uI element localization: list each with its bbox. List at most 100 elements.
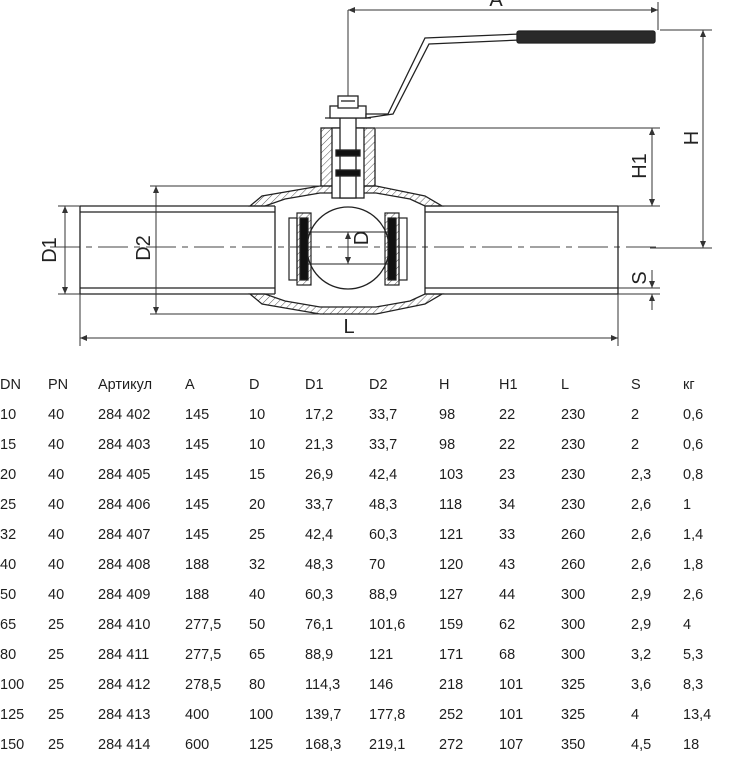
dim-label-A: A [489,0,503,11]
column-header: A [185,377,195,393]
table-cell: 284 412 [98,677,151,693]
table-cell: 159 [439,617,464,633]
table-cell: 600 [185,737,210,753]
table-cell: 284 411 [98,647,150,663]
column-header: DN [0,377,21,393]
table-cell: 177,8 [369,707,406,723]
table-cell: 150 [0,737,25,753]
table-cell: 230 [561,497,586,513]
table-cell: 42,4 [369,467,398,483]
table-cell: 40 [48,557,65,573]
table-cell: 230 [561,407,586,423]
column-header: L [561,377,570,393]
table-cell: 40 [48,497,65,513]
table-cell: 2 [631,407,640,423]
table-cell: 278,5 [185,677,222,693]
table-cell: 32 [249,557,266,573]
table-cell: 218 [439,677,464,693]
right-pipe [425,205,619,295]
table-cell: 230 [561,467,586,483]
table-cell: 284 402 [98,407,151,423]
valve-handle [365,30,656,119]
dim-label-S: S [629,271,651,284]
table-cell: 50 [0,587,17,603]
column-header: H [439,377,450,393]
table-cell: 284 408 [98,557,151,573]
table-cell: 88,9 [369,587,398,603]
table-cell: 118 [439,497,463,513]
table-cell: 100 [249,707,274,723]
table-cell: 101,6 [369,617,406,633]
table-cell: 0,8 [683,467,704,483]
table-cell: 125 [249,737,274,753]
table-cell: 32 [0,527,17,543]
table-cell: 18 [683,737,700,753]
table-cell: 1 [683,497,692,513]
table-cell: 107 [499,737,524,753]
table-cell: 65 [249,647,266,663]
table-cell: 125 [0,707,25,723]
table-cell: 25 [0,497,17,513]
table-cell: 121 [439,527,464,543]
table-cell: 145 [185,437,210,453]
table-cell: 44 [499,587,516,603]
table-cell: 40 [48,527,65,543]
table-cell: 127 [439,587,464,603]
table-cell: 188 [185,557,210,573]
table-cell: 98 [439,407,456,423]
table-cell: 284 410 [98,617,151,633]
valve-seats [288,212,408,286]
table-cell: 114,3 [305,677,341,693]
table-cell: 260 [561,527,586,543]
table-cell: 25 [48,737,65,753]
table-cell: 68 [499,647,516,663]
dim-label-D: D [351,231,373,245]
table-cell: 13,4 [683,707,712,723]
column-header: PN [48,377,69,393]
table-cell: 42,4 [305,527,334,543]
table-cell: 146 [369,677,394,693]
table-cell: 40 [48,437,65,453]
table-cell: 10 [249,407,266,423]
table-cell: 188 [185,587,210,603]
table-cell: 230 [561,437,586,453]
table-cell: 62 [499,617,516,633]
table-cell: 121 [369,647,394,663]
table-cell: 260 [561,557,586,573]
table-cell: 60,3 [305,587,334,603]
table-cell: 2 [631,437,640,453]
table-cell: 25 [249,527,266,543]
table-cell: 40 [0,557,17,573]
table-cell: 2,3 [631,467,652,483]
column-header: D [249,377,260,393]
table-cell: 25 [48,707,65,723]
dim-label-H1: H1 [629,153,651,179]
dim-H [650,29,712,249]
table-cell: 1,8 [683,557,704,573]
table-cell: 40 [48,407,65,423]
column-header: кг [683,377,695,393]
table-cell: 60,3 [369,527,398,543]
table-cell: 5,3 [683,647,704,663]
table-cell: 145 [185,527,210,543]
column-header: D2 [369,377,388,393]
table-cell: 33 [499,527,516,543]
table-cell: 101 [499,707,524,723]
table-cell: 277,5 [185,647,222,663]
dim-L [79,294,619,346]
table-cell: 277,5 [185,617,222,633]
dim-S [618,270,660,310]
table-cell: 88,9 [305,647,334,663]
table-cell: 80 [0,647,17,663]
